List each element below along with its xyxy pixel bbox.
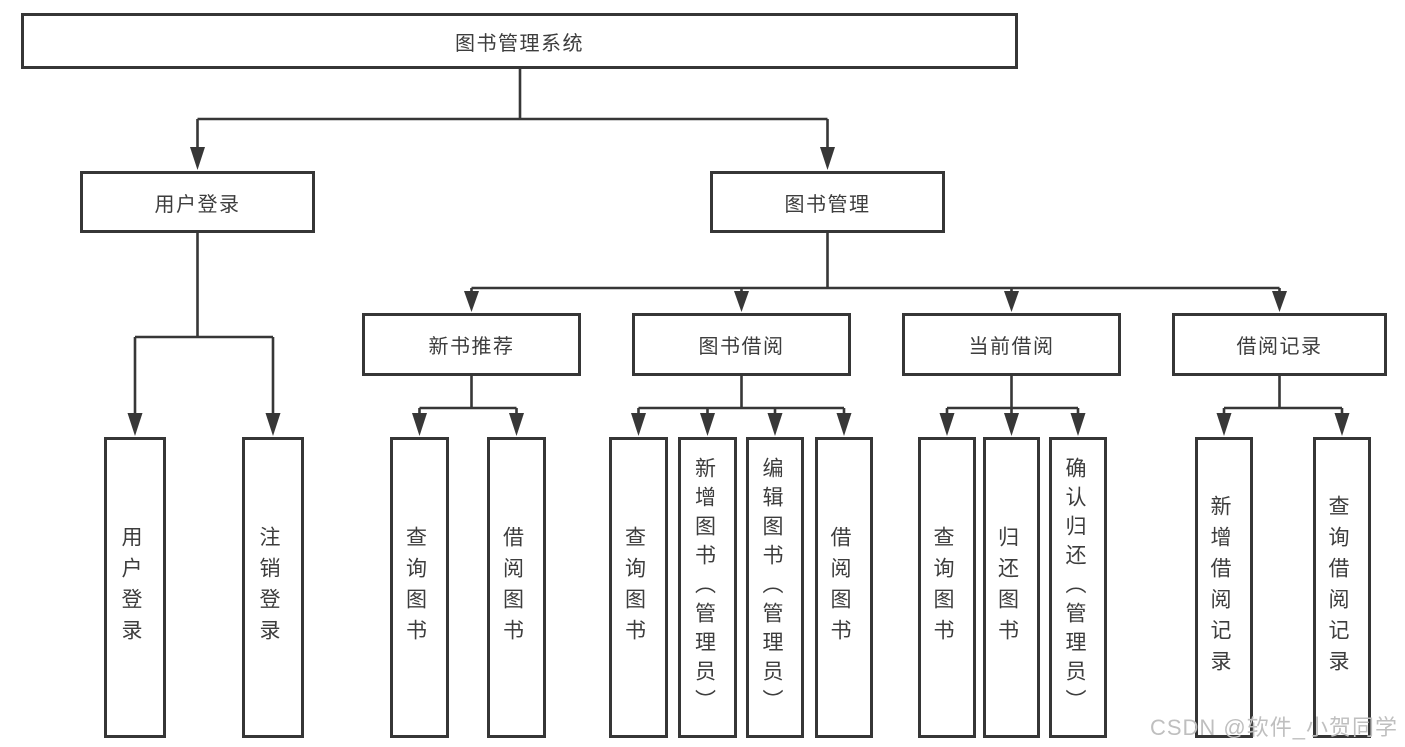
- node-current-borrow: 当前借阅: [902, 313, 1121, 376]
- node-book-management-branch: 图书管理: [710, 171, 945, 233]
- csdn-watermark: CSDN @软件_小贺同学: [1149, 715, 1398, 740]
- leaf-add-borrow-record: 新增借阅记录: [1195, 437, 1253, 738]
- leaf-user-login: 用户登录: [104, 437, 166, 738]
- node-root: 图书管理系统: [21, 13, 1018, 69]
- leaf-return-book: 归还图书: [983, 437, 1040, 738]
- leaf-query-books-borrow: 查询图书: [609, 437, 668, 738]
- leaf-confirm-return-admin: 确认归还（管理员）: [1049, 437, 1107, 738]
- leaf-edit-book-admin: 编辑图书（管理员）: [746, 437, 804, 738]
- node-book-borrow: 图书借阅: [632, 313, 851, 376]
- leaf-logout-login: 注销登录: [242, 437, 304, 738]
- leaf-add-book-admin: 新增图书（管理员）: [678, 437, 737, 738]
- leaf-borrow-books-recommend: 借阅图书: [487, 437, 546, 738]
- node-user-login-branch: 用户登录: [80, 171, 315, 233]
- node-new-book-recommend: 新书推荐: [362, 313, 581, 376]
- node-borrow-records: 借阅记录: [1172, 313, 1387, 376]
- leaf-query-books-current: 查询图书: [918, 437, 976, 738]
- leaf-query-books-recommend: 查询图书: [390, 437, 449, 738]
- leaf-query-borrow-record: 查询借阅记录: [1313, 437, 1371, 738]
- leaf-borrow-books: 借阅图书: [815, 437, 873, 738]
